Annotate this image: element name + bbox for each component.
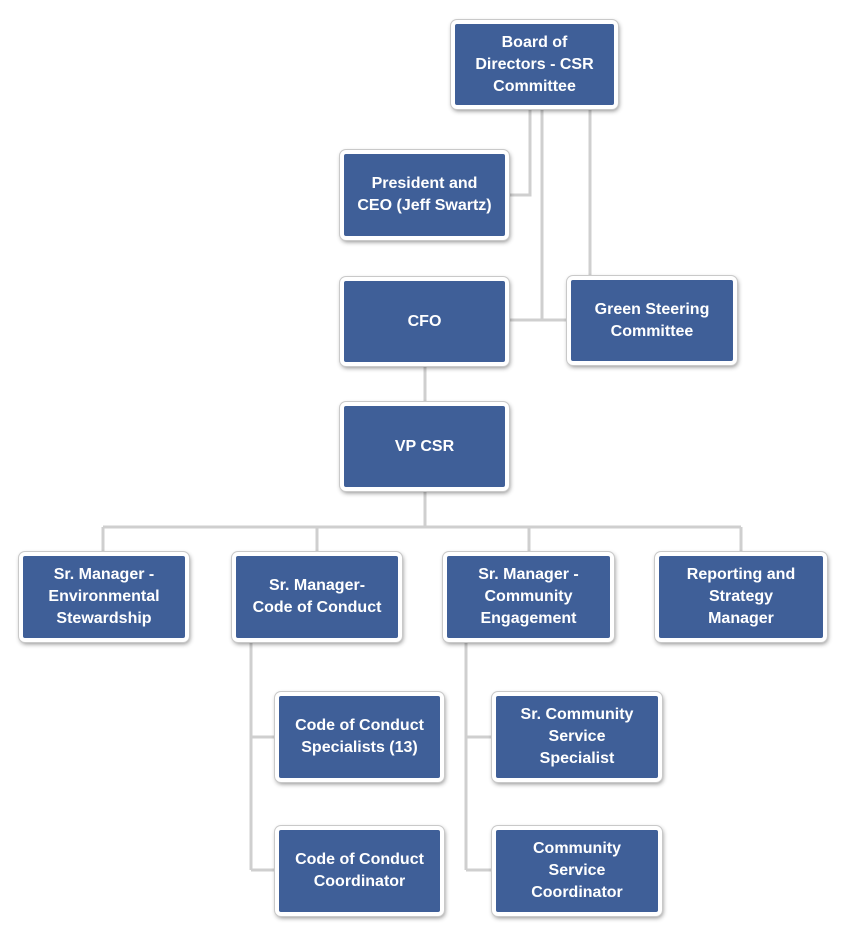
node-green-steering: Green Steering Committee [567, 276, 737, 365]
node-president: President and CEO (Jeff Swartz) [340, 150, 509, 240]
node-president-label: President and CEO (Jeff Swartz) [357, 175, 492, 214]
node-vp-csr: VP CSR [340, 402, 509, 491]
node-vp-csr-label: VP CSR [394, 437, 455, 455]
node-code-specialists: Code of Conduct Specialists (13) [275, 692, 444, 782]
node-reporting-manager: Reporting and Strategy Manager [655, 552, 827, 642]
node-reporting-manager-label: Reporting and Strategy Manager [686, 566, 796, 627]
node-sr-manager-code: Sr. Manager- Code of Conduct [232, 552, 402, 642]
node-green-steering-label: Green Steering Committee [594, 300, 710, 340]
node-sr-community-specialist-label: Sr. Community Service Specialist [520, 706, 634, 767]
node-sr-manager-environmental: Sr. Manager - Environmental Stewardship [19, 552, 189, 642]
node-code-coordinator-label: Code of Conduct Coordinator [295, 851, 424, 890]
node-board: Board of Directors - CSR Committee [451, 20, 618, 109]
node-sr-manager-community-label: Sr. Manager - Community Engagement [478, 566, 579, 627]
node-sr-manager-environmental-label: Sr. Manager - Environmental Stewardship [48, 566, 160, 627]
node-code-specialists-label: Code of Conduct Specialists (13) [295, 717, 424, 756]
node-sr-manager-code-label: Sr. Manager- Code of Conduct [252, 577, 382, 616]
node-code-coordinator: Code of Conduct Coordinator [275, 826, 444, 916]
node-community-coordinator-label: Community Service Coordinator [531, 840, 623, 901]
connector-board-cfo [508, 108, 544, 322]
node-board-label: Board of Directors - CSR Committee [475, 33, 594, 95]
node-sr-community-specialist: Sr. Community Service Specialist [492, 692, 662, 782]
connector-board-president [508, 108, 532, 197]
node-community-coordinator: Community Service Coordinator [492, 826, 662, 916]
node-cfo: CFO [340, 277, 509, 366]
node-sr-manager-community: Sr. Manager - Community Engagement [443, 552, 614, 642]
node-cfo-label: CFO [407, 312, 442, 330]
